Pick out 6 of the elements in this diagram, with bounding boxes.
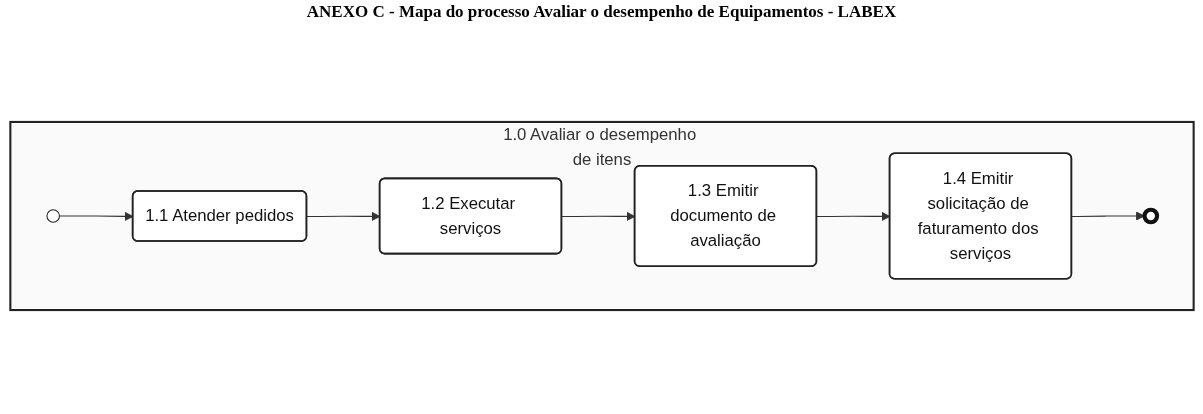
page-title: ANEXO C - Mapa do processo Avaliar o desempenho de Equipamentos - LABEX — [305, 2, 898, 22]
arrow — [815, 211, 890, 221]
arrow — [1070, 211, 1145, 221]
node-circle — [1141, 207, 1159, 225]
node-circle — [45, 209, 60, 223]
arrow — [560, 211, 635, 221]
